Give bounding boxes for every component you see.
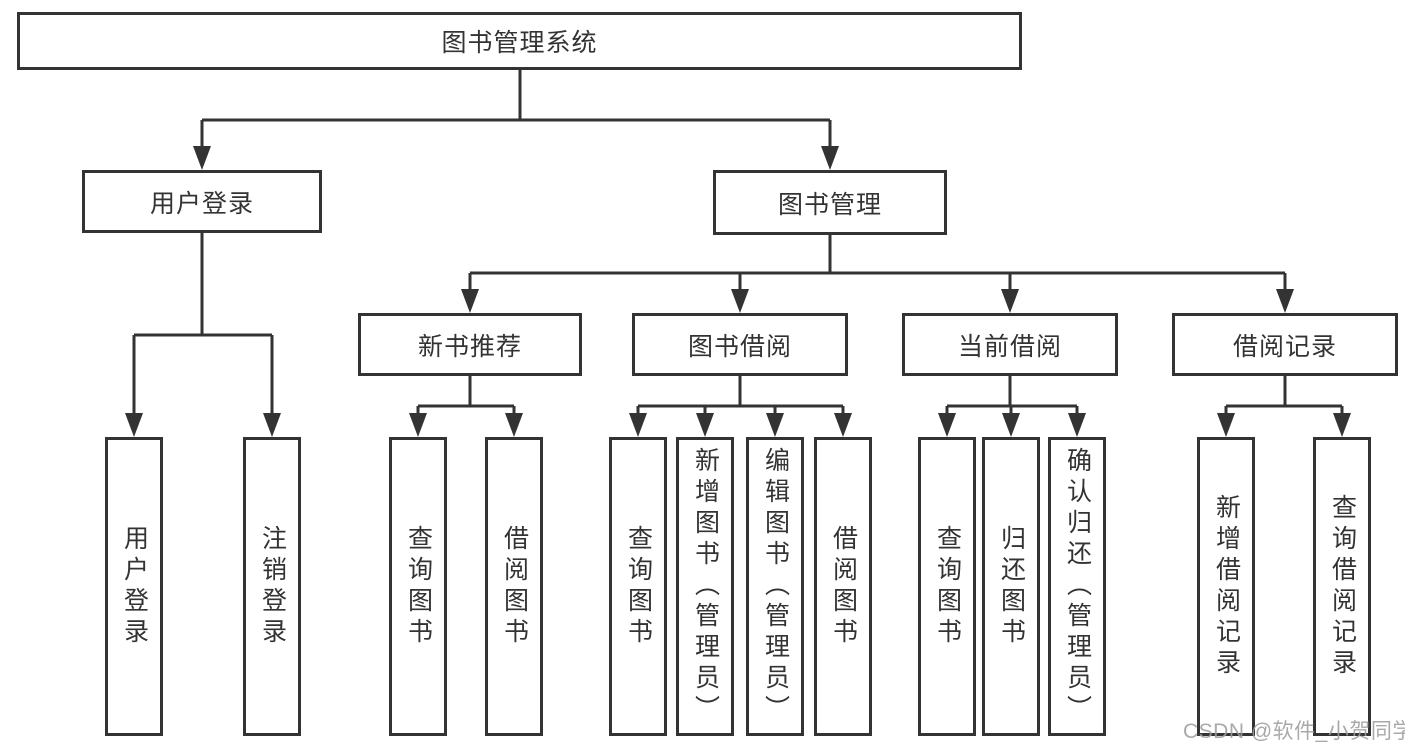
- node-current-borrowing: 当前借阅: [902, 313, 1118, 376]
- node-label: 用户登录: [120, 524, 149, 649]
- leaf-query-borrow-record: 查询借阅记录: [1313, 437, 1371, 736]
- leaf-add-books-admin: 新增图书（管理员）: [676, 437, 734, 736]
- node-label: 借阅图书: [500, 524, 529, 649]
- node-label: 编辑图书（管理员）: [761, 447, 790, 726]
- node-label: 图书管理: [777, 190, 882, 219]
- node-label: 归还图书: [997, 524, 1026, 649]
- node-library-management-system: 图书管理系统: [17, 12, 1022, 70]
- node-label: 图书借阅: [687, 332, 792, 361]
- node-label: 用户登录: [149, 189, 254, 218]
- leaf-borrow-books: 借阅图书: [485, 437, 543, 736]
- node-label: 新书推荐: [417, 332, 522, 361]
- leaf-confirm-return-admin: 确认归还（管理员）: [1048, 437, 1106, 736]
- node-label: 查询图书: [933, 524, 962, 649]
- leaf-add-borrow-record: 新增借阅记录: [1197, 437, 1255, 736]
- leaf-query-books: 查询图书: [918, 437, 976, 736]
- leaf-query-books: 查询图书: [389, 437, 447, 736]
- node-label: 确认归还（管理员）: [1063, 447, 1092, 726]
- node-label: 借阅图书: [829, 524, 858, 649]
- node-book-management: 图书管理: [713, 170, 947, 235]
- node-label: 图书管理系统: [441, 29, 598, 57]
- leaf-return-books: 归还图书: [982, 437, 1040, 736]
- leaf-borrow-books: 借阅图书: [814, 437, 872, 736]
- node-label: 新增图书（管理员）: [691, 447, 720, 726]
- node-label: 查询图书: [404, 524, 433, 649]
- node-borrowing-records: 借阅记录: [1172, 313, 1398, 376]
- node-label: 查询图书: [624, 524, 653, 649]
- leaf-query-books: 查询图书: [609, 437, 667, 736]
- leaf-edit-books-admin: 编辑图书（管理员）: [746, 437, 804, 736]
- node-label: 借阅记录: [1232, 332, 1337, 361]
- node-book-borrowing: 图书借阅: [632, 313, 848, 376]
- leaf-logout: 注销登录: [243, 437, 301, 736]
- csdn-watermark: CSDN @软件_小贺同学: [1183, 720, 1405, 743]
- node-new-book-recommend: 新书推荐: [358, 313, 582, 376]
- node-label: 注销登录: [258, 524, 287, 649]
- node-label: 新增借阅记录: [1212, 493, 1241, 680]
- node-label: 查询借阅记录: [1328, 493, 1357, 680]
- leaf-user-login: 用户登录: [105, 437, 163, 736]
- node-label: 当前借阅: [957, 332, 1062, 361]
- arrowheads: [125, 146, 1351, 437]
- node-user-login: 用户登录: [82, 170, 322, 233]
